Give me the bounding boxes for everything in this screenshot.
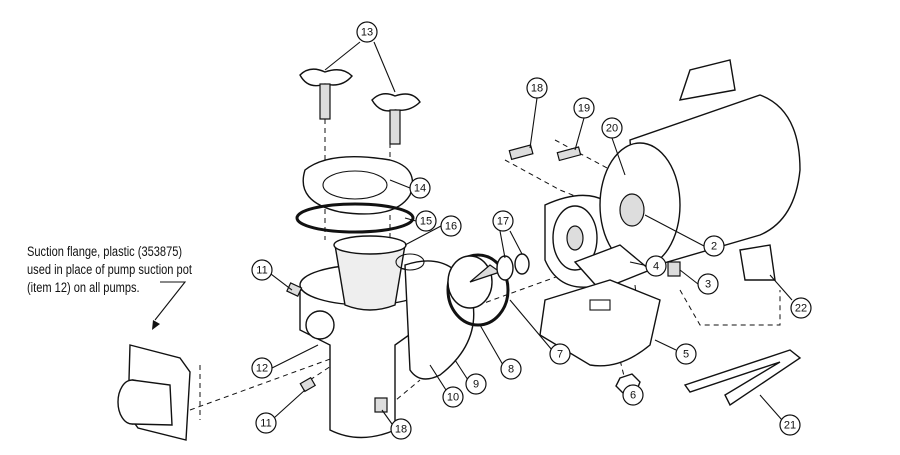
callout-6: 6 <box>622 384 644 406</box>
callout-number: 5 <box>683 349 689 361</box>
callout-circle <box>465 373 487 395</box>
motor-part <box>573 59 801 291</box>
callout-number: 21 <box>784 420 796 432</box>
callout-circle <box>492 210 514 232</box>
callout-circle <box>573 97 595 119</box>
callout-14: 14 <box>409 177 431 199</box>
callout-circle <box>779 414 801 436</box>
callout-circle <box>440 215 462 237</box>
arrow-head-icon <box>152 320 160 330</box>
callout-21: 21 <box>779 414 801 436</box>
callout-circle <box>415 210 437 232</box>
lid-knobs-part <box>299 68 421 145</box>
callout-15: 15 <box>415 210 437 232</box>
callout-circle <box>675 343 697 365</box>
callout-number: 3 <box>705 279 711 291</box>
callout-7: 7 <box>549 343 571 365</box>
callout-number: 12 <box>256 363 268 375</box>
callout-number: 9 <box>473 379 479 391</box>
callout-circle <box>251 357 273 379</box>
callout-number: 18 <box>531 83 543 95</box>
callout-circle <box>409 177 431 199</box>
callout-circle <box>645 255 667 277</box>
callout-9: 9 <box>465 373 487 395</box>
callout-18: 18 <box>526 77 548 99</box>
callout-number: 6 <box>630 390 636 402</box>
base-clip-part <box>739 244 776 281</box>
callout-17: 17 <box>492 210 514 232</box>
callout-number: 15 <box>420 216 432 228</box>
callout-12: 12 <box>251 357 273 379</box>
callout-number: 2 <box>711 241 717 253</box>
motor-base-part <box>539 279 661 367</box>
callout-5: 5 <box>675 343 697 365</box>
callout-group: 13 18 19 20 14 15 16 17 11 2 4 3 22 12 5 7 8 9 10 6 11 18 21 <box>251 21 812 440</box>
callout-18: 18 <box>390 418 412 440</box>
callout-circle <box>703 235 725 257</box>
leader-lines <box>270 41 793 425</box>
callout-circle <box>255 412 277 434</box>
callout-number: 8 <box>508 364 514 376</box>
callout-number: 4 <box>653 261 659 273</box>
callout-16: 16 <box>440 215 462 237</box>
callout-13: 13 <box>356 21 378 43</box>
note-line: (item 12) on all pumps. <box>27 280 140 295</box>
callout-number: 20 <box>606 123 618 135</box>
suction-flange-part <box>117 344 191 441</box>
callout-number: 14 <box>414 183 426 195</box>
callout-number: 17 <box>497 216 509 228</box>
callout-number: 22 <box>795 303 807 315</box>
callout-circle <box>790 297 812 319</box>
callout-circle <box>356 21 378 43</box>
callout-number: 16 <box>445 221 457 233</box>
callout-2: 2 <box>703 235 725 257</box>
callout-number: 10 <box>447 392 459 404</box>
callout-number: 13 <box>361 27 373 39</box>
wrench-part <box>683 349 802 407</box>
note-line: Suction flange, plastic (353875) <box>27 244 183 259</box>
callout-22: 22 <box>790 297 812 319</box>
note-line: used in place of pump suction pot <box>27 262 192 277</box>
callout-number: 11 <box>256 265 267 277</box>
callout-4: 4 <box>645 255 667 277</box>
strainer-lid-part <box>295 156 415 234</box>
callout-11: 11 <box>251 259 273 281</box>
callout-circle <box>500 358 522 380</box>
callout-3: 3 <box>697 273 719 295</box>
callout-circle <box>526 77 548 99</box>
callout-circle <box>390 418 412 440</box>
callout-circle <box>697 273 719 295</box>
callout-number: 11 <box>260 418 271 430</box>
strainer-pot-part <box>299 235 431 439</box>
callout-8: 8 <box>500 358 522 380</box>
callout-circle <box>601 117 623 139</box>
callout-circle <box>549 343 571 365</box>
callout-11: 11 <box>255 412 277 434</box>
callout-circle <box>442 386 464 408</box>
callout-number: 18 <box>395 424 407 436</box>
callout-19: 19 <box>573 97 595 119</box>
callout-number: 7 <box>557 349 563 361</box>
callout-20: 20 <box>601 117 623 139</box>
callout-number: 19 <box>578 103 590 115</box>
suction-flange-note: Suction flange, plastic (353875) used in… <box>27 243 192 297</box>
callout-circle <box>622 384 644 406</box>
hardware-parts <box>286 144 681 413</box>
callout-10: 10 <box>442 386 464 408</box>
note-arrow <box>154 281 187 321</box>
callout-circle <box>251 259 273 281</box>
impeller-part <box>446 253 530 327</box>
